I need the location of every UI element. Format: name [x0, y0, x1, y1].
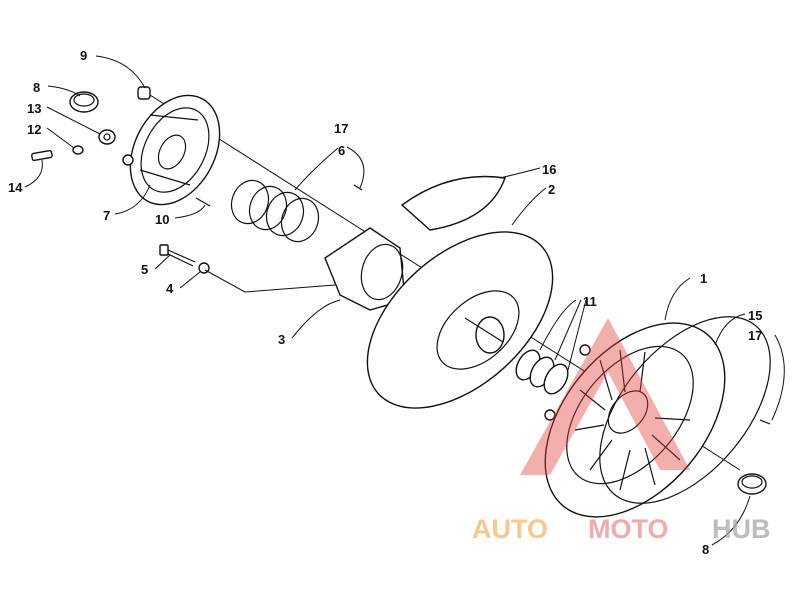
watermark-triangle-logo: [520, 318, 690, 475]
part-7-cam-plate: [122, 94, 221, 206]
callout-9: 9: [80, 48, 87, 63]
part-13-roller: [98, 129, 116, 145]
callout-17-top: 17: [334, 121, 348, 136]
callout-1: 1: [700, 271, 707, 286]
leader-lines: [24, 55, 785, 546]
callout-8-top: 8: [33, 80, 40, 95]
callout-8-bottom: 8: [702, 542, 709, 557]
part-1-fixed-sheave: [544, 322, 726, 518]
part-9-nut: [137, 86, 151, 100]
part-10-screw: [195, 197, 211, 207]
part-8-bushing-top: [69, 91, 99, 113]
callout-5: 5: [141, 262, 148, 277]
part-16-shroud: [400, 175, 506, 231]
part-5-bolt: [159, 244, 196, 267]
callout-14: 14: [8, 180, 23, 195]
watermark-hub-text: HUB: [712, 514, 771, 544]
watermark-moto-text: MOTO: [588, 514, 669, 544]
part-14-pin: [31, 149, 53, 162]
automotohub-watermark: AUTO MOTO HUB: [472, 318, 771, 544]
watermark-auto-text: AUTO: [472, 514, 548, 544]
callout-17-right: 17: [748, 328, 762, 343]
callout-6: 6: [338, 143, 345, 158]
callout-16: 16: [542, 162, 556, 177]
part-2-sheave: [366, 231, 554, 409]
part-8-bushing-bottom: [737, 473, 767, 495]
callout-2: 2: [548, 182, 555, 197]
callout-11: 11: [583, 294, 597, 309]
callout-13: 13: [27, 101, 41, 116]
part-3-cam-sleeve: [324, 227, 406, 311]
part-15-cover-disc: [599, 316, 771, 504]
part-6-spring: [230, 179, 320, 243]
callout-labels: 9 8 13 12 14 7 10 17 6 16 2 5 4 3 11 1 1…: [8, 48, 762, 557]
callout-3: 3: [278, 332, 285, 347]
part-11-washers: [515, 349, 569, 395]
part-17-screws: [353, 184, 771, 425]
callout-15: 15: [748, 308, 762, 323]
callout-4: 4: [166, 281, 174, 296]
callout-7: 7: [103, 208, 110, 223]
callout-10: 10: [155, 212, 169, 227]
callout-12: 12: [27, 122, 41, 137]
part-12-washer: [72, 145, 84, 155]
